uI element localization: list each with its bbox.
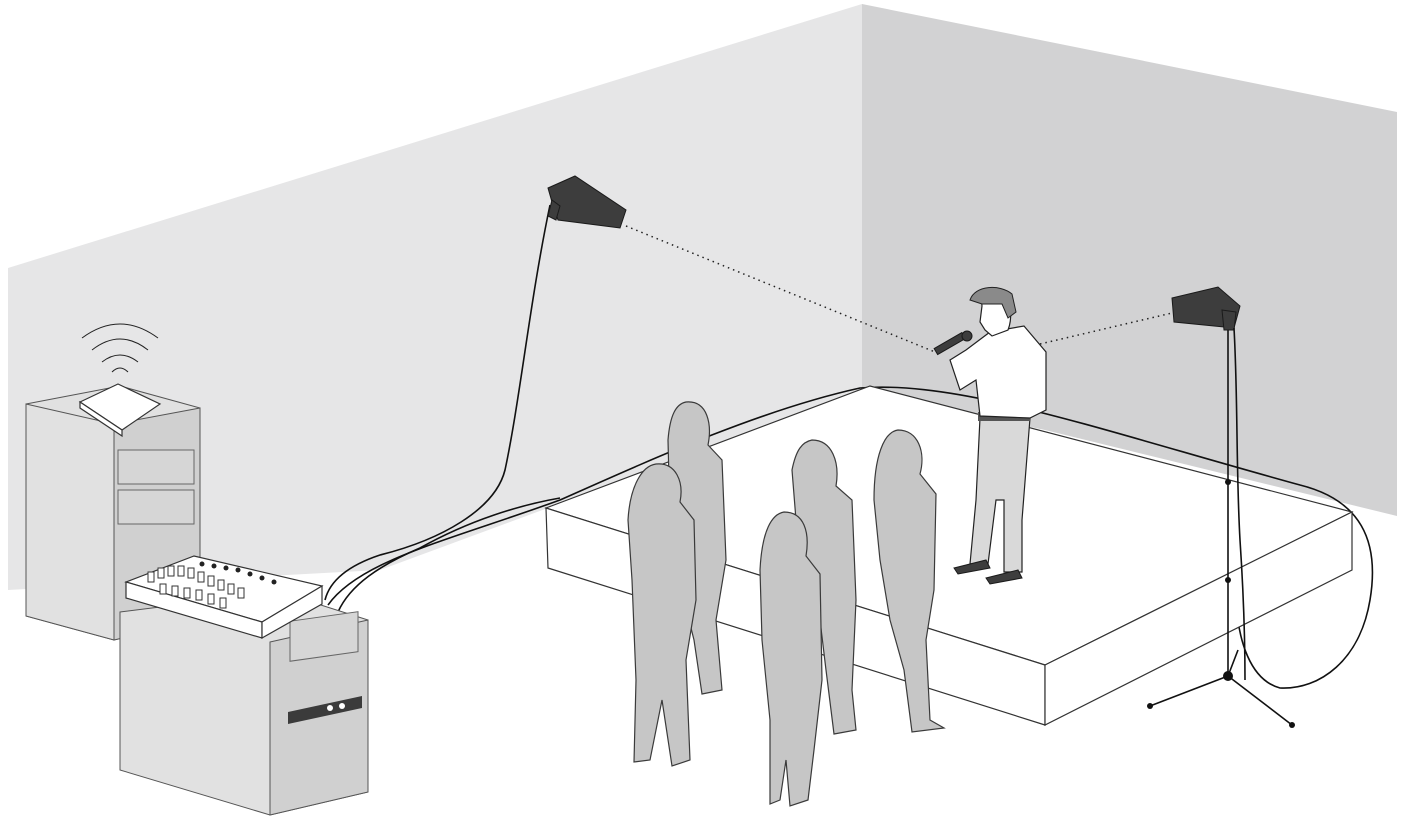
stage-cable [327, 386, 1374, 689]
sound-path-left [625, 225, 936, 353]
wireless-access-point [78, 383, 162, 438]
audience-member [627, 463, 697, 767]
audience-member [873, 429, 946, 733]
left-wall [8, 4, 862, 590]
speaker-right [1171, 286, 1241, 331]
audience-member [791, 439, 857, 735]
mixer-cable [337, 497, 561, 613]
speaker-cable-right [1233, 327, 1246, 681]
audience [627, 401, 946, 807]
speaker-left [547, 175, 627, 229]
speaker-right-stand [1147, 330, 1295, 728]
singer [933, 287, 1047, 585]
speaker-cable-left [324, 204, 551, 601]
sound-path-right [1039, 312, 1173, 345]
wifi-signal-icon [81, 323, 159, 373]
audience-member [667, 401, 727, 695]
audience-member [759, 511, 823, 807]
audio-mixer [124, 555, 324, 640]
